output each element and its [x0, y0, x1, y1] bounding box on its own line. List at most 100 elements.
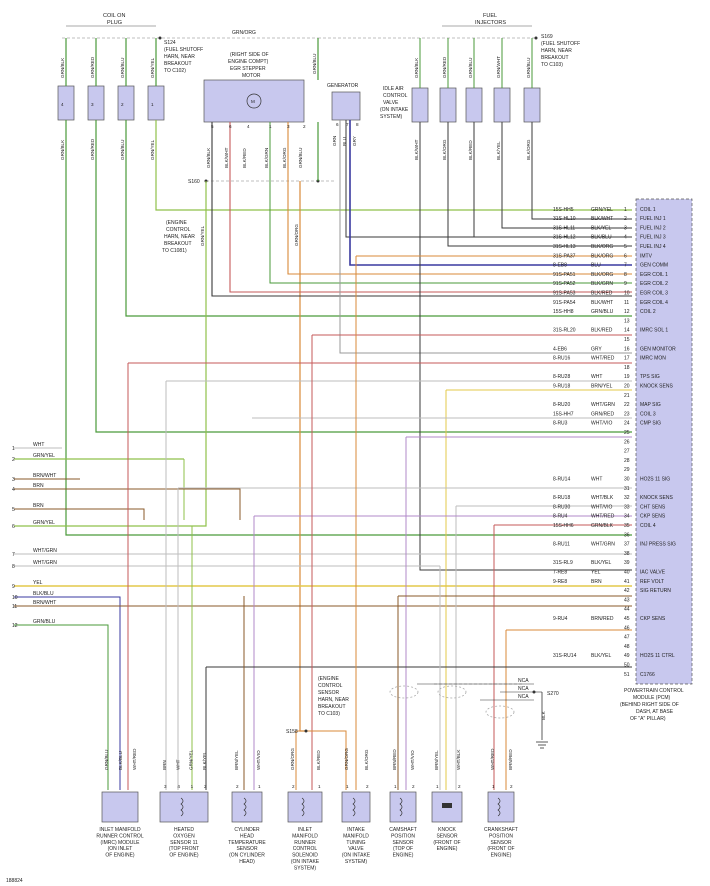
wire — [295, 730, 306, 790]
pcm-pin-function: FUEL INJ 1 — [640, 216, 666, 222]
pcm-pin-code: 15S-HH5 — [553, 207, 574, 213]
svg-text:ENGINE COMPT): ENGINE COMPT) — [228, 59, 269, 65]
idle-air-control-valve — [411, 87, 429, 123]
egr1 — [287, 122, 632, 275]
pcm-pin-color: GRY — [591, 346, 602, 352]
pcm-pin-function: IMRC MON — [640, 356, 666, 362]
pcm-pin-code: 8-RU18 — [553, 495, 570, 501]
pcm-pin-function: COIL 3 — [640, 411, 656, 417]
pcm-pin-number: 22 — [624, 402, 630, 408]
figure-id: 188824 — [6, 878, 23, 884]
wire-color-label: BRN/YEL — [234, 750, 239, 770]
pcm-pin-number: 30 — [624, 477, 630, 483]
wire — [14, 488, 241, 520]
pcm-pin-function: CKP SENS — [640, 616, 666, 622]
pcm-pin-code: 91S-PA52 — [553, 281, 576, 287]
component-body — [341, 791, 371, 823]
pcm-pin-number: 8 — [624, 272, 627, 278]
pcm-pin-code: 8-RU30 — [553, 504, 570, 510]
pcm-pin-number: 34 — [624, 514, 630, 520]
wire-color-label: GRN/RED — [90, 138, 95, 160]
pcm-pin-number: 21 — [624, 393, 630, 399]
component-name-line: (ON INLET — [108, 846, 133, 852]
pcm-pin-46: 46 — [624, 625, 630, 631]
fuel-injectors-label-2: INJECTORS — [475, 20, 506, 26]
s270-label: S270 — [547, 691, 559, 697]
wire-color-label: GRN/BLU — [526, 58, 531, 78]
pcm-pin-code: 15S-HH6 — [553, 523, 574, 529]
pcm-pin-number: 10 — [624, 291, 630, 297]
wire-color-label: GRN/BLU — [120, 140, 125, 160]
component-name-line: HEAD) — [239, 859, 255, 865]
left-pin-color: WHT/GRN — [33, 548, 57, 554]
pcm-pin-color: BLK/RED — [591, 328, 613, 334]
component-name-line: SENSOR — [436, 833, 458, 839]
wire — [473, 122, 632, 238]
pcm-pin-code: 8-RU3 — [553, 421, 568, 427]
wire-color-label: WHT/RED — [132, 748, 137, 770]
component-name-line: INLET — [298, 827, 312, 833]
coil4-to-pcm35 — [65, 120, 632, 536]
wire-color-label: GRN/RED — [442, 56, 447, 78]
svg-text:2: 2 — [121, 102, 124, 107]
svg-text:BREAKOUT: BREAKOUT — [164, 61, 192, 67]
svg-text:VALVE: VALVE — [383, 100, 399, 106]
generator — [331, 91, 361, 121]
pcm-pin-number: 11 — [624, 300, 629, 306]
iac-label: IDLE AIR CONTROL VALVE (ON INTAKE SYSTEM… — [380, 86, 409, 120]
pcm-pin-color: BRN/RED — [591, 616, 614, 622]
pcm-pin-code: 8-RU14 — [553, 477, 570, 483]
grn-org-to-s158 — [299, 181, 306, 732]
wire-color-label: GRN/RED — [90, 56, 95, 78]
knock-sensor-element — [442, 803, 452, 808]
pcm-pin-code: 8-RU28 — [553, 374, 570, 380]
pcm-pin-color: WHT/VIO — [591, 504, 612, 510]
left-pin-number: 3 — [12, 477, 15, 483]
coil-on-plug-4: 4 — [57, 85, 75, 121]
pcm-pin-number: 43 — [624, 597, 630, 603]
component-name-line: SYSTEM) — [294, 865, 317, 871]
pcm-pin-number: 31 — [624, 486, 630, 492]
pcm-pin-function: IAC VALVE — [640, 570, 666, 576]
svg-text:4: 4 — [61, 102, 64, 107]
svg-text:POWERTRAIN CONTROL: POWERTRAIN CONTROL — [624, 688, 684, 694]
wire-color-label: WHT/VIO — [410, 750, 415, 770]
pcm-pin-function: MAP SIG — [640, 402, 661, 408]
component-body — [431, 791, 463, 823]
nca-label-1: NCA — [518, 678, 529, 684]
wire-color-label: GRN — [332, 136, 337, 146]
pcm-pin-color: BRN — [591, 579, 602, 585]
component-name-line: TUNING — [346, 840, 365, 846]
generator-pin-number: 7 — [346, 122, 349, 127]
pcm-pin-number: 3 — [624, 225, 627, 231]
wire-color-label: GRN/BLU — [104, 750, 109, 770]
pcm-pin-28: 28 — [624, 458, 630, 464]
component-name-line: (TOP OF — [393, 846, 413, 852]
pcm-pin-color: BLK/RED — [591, 291, 613, 297]
component-name-line: SENSOR — [490, 840, 512, 846]
pcm-pin-number: 50 — [624, 663, 630, 669]
component-body — [487, 791, 515, 823]
pcm-pin-code: 8-RU16 — [553, 356, 570, 362]
pcm-pin-code: 91S-PA51 — [553, 272, 576, 278]
component-name-line: MANIFOLD — [343, 833, 369, 839]
wire-color-label: WHT/BLK — [456, 749, 461, 770]
svg-text:MOTOR: MOTOR — [242, 73, 261, 79]
pcm-pin-number: 15 — [624, 337, 630, 343]
coil-on-plug-1: 1 — [147, 85, 165, 121]
svg-text:CONTROL: CONTROL — [318, 683, 343, 689]
svg-text:CONTROL: CONTROL — [166, 227, 191, 233]
s158-label: S158 — [286, 729, 298, 735]
pcm-pin-38: 38 — [624, 551, 630, 557]
